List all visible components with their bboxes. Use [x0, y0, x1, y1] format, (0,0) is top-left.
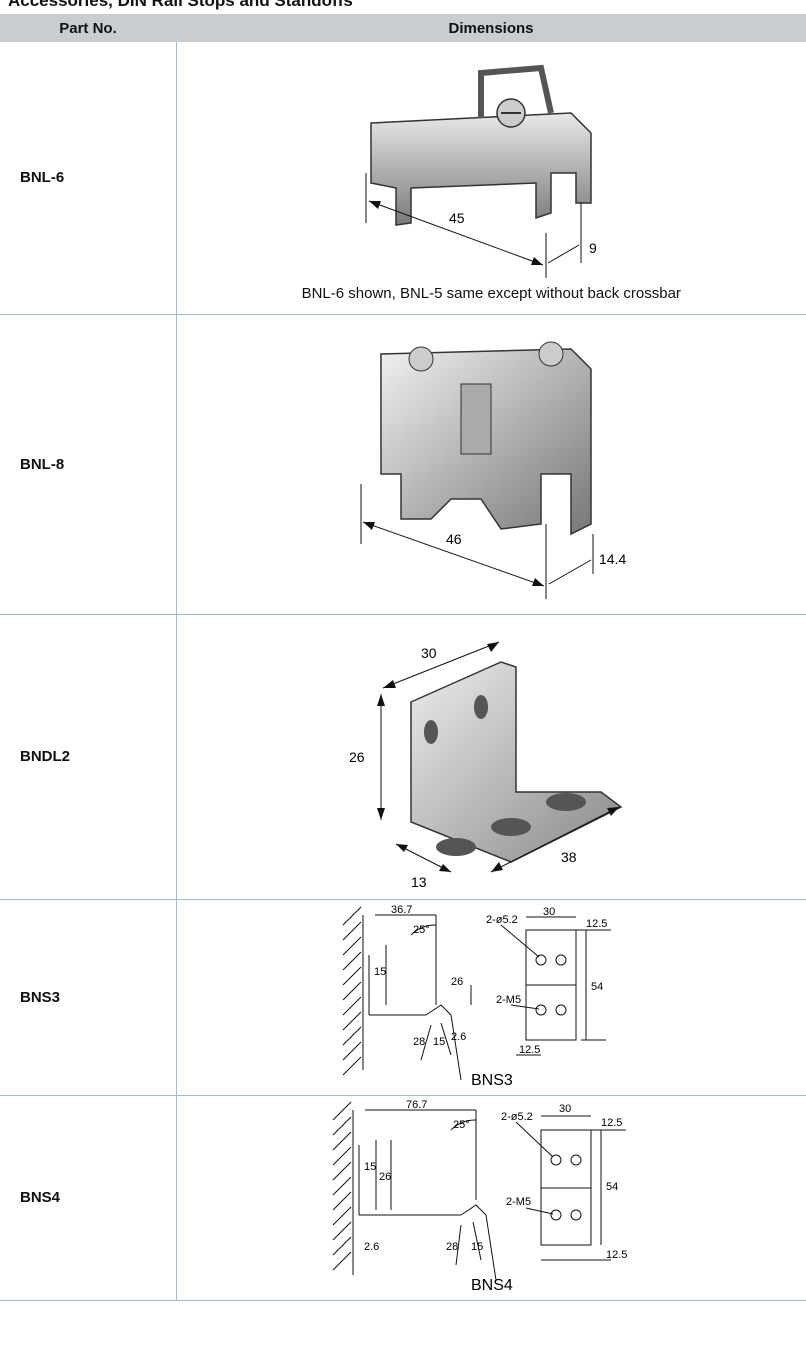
accessories-table: Part No. Dimensions BNL-6	[0, 14, 806, 1301]
dim-label: 15	[433, 1036, 445, 1048]
dim-label: 38	[561, 849, 577, 865]
dimension-cell: 76.7 25° 15 26 2.6 28 15 2-ø5.2 30 12.5 …	[176, 1095, 806, 1301]
table-row: BNDL2	[0, 614, 806, 900]
dim-label: 28	[413, 1036, 425, 1048]
dim-label: 30	[559, 1103, 571, 1115]
dim-label: 2.6	[451, 1031, 466, 1043]
figure-label: BNS4	[471, 1277, 513, 1294]
dim-label: 15	[374, 966, 386, 978]
dim-label: 9	[589, 240, 597, 256]
dimension-cell: 36.7 25° 15 26 2.6 28 15 2-ø5.2 30 12.5 …	[176, 899, 806, 1096]
dim-label: 45	[449, 210, 465, 226]
part-number: BNS3	[0, 899, 177, 1096]
dim-label: 2-M5	[506, 1196, 531, 1208]
bnl6-drawing: 45 9	[365, 65, 597, 279]
part-number: BNDL2	[0, 614, 177, 900]
dim-label: 2-ø5.2	[501, 1111, 533, 1123]
dim-label: 26	[451, 976, 463, 988]
bns3-drawing: 36.7 25° 15 26 2.6 28 15 2-ø5.2 30 12.5 …	[342, 905, 612, 1089]
bndl2-drawing: 30 26 38 13	[349, 641, 623, 890]
dim-label: 36.7	[391, 905, 412, 916]
dim-label: 2.6	[364, 1241, 379, 1253]
dim-label: 12.5	[586, 918, 607, 930]
dim-label: 26	[349, 749, 365, 765]
table-header-row: Part No. Dimensions	[0, 14, 806, 42]
header-dimensions: Dimensions	[176, 14, 806, 42]
dim-label: 2-ø5.2	[486, 914, 518, 926]
bns4-drawing: 76.7 25° 15 26 2.6 28 15 2-ø5.2 30 12.5 …	[332, 1100, 628, 1294]
dim-label: 30	[421, 645, 437, 661]
dim-label: 30	[543, 906, 555, 918]
dim-label: 12.5	[606, 1249, 627, 1261]
dim-label: 28	[446, 1241, 458, 1253]
dim-label: 12.5	[519, 1044, 540, 1056]
dim-label: 15	[471, 1241, 483, 1253]
dim-label: 12.5	[601, 1117, 622, 1129]
dimension-cell: 30 26 38 13	[176, 614, 806, 900]
page-heading-text: Accessories, DIN Rail Stops and Standoff…	[8, 0, 353, 10]
table-row: BNS3	[0, 899, 806, 1096]
bnl8-drawing: 46 14.4	[360, 341, 627, 599]
figure-caption: BNL-6 shown, BNL-5 same except without b…	[301, 285, 681, 303]
figure-label: BNS3	[471, 1072, 513, 1089]
dim-label: 54	[606, 1181, 618, 1193]
dim-label: 46	[446, 531, 462, 547]
dim-label: 26	[379, 1171, 391, 1183]
dim-label: 25°	[413, 924, 430, 936]
part-number: BNS4	[0, 1095, 177, 1301]
dim-label: 25°	[453, 1119, 470, 1131]
dim-label: 14.4	[599, 551, 626, 567]
dim-label: 15	[364, 1161, 376, 1173]
table-row: BNL-6	[0, 42, 806, 315]
header-part-no: Part No.	[0, 14, 176, 42]
table-row: BNS4	[0, 1095, 806, 1301]
dim-label: 76.7	[406, 1100, 427, 1111]
table-row: BNL-8	[0, 314, 806, 615]
part-number: BNL-6	[0, 42, 177, 315]
part-number: BNL-8	[0, 314, 177, 615]
dim-label: 54	[591, 981, 603, 993]
dim-label: 2-M5	[496, 994, 521, 1006]
dimension-cell: 46 14.4	[176, 314, 806, 615]
page-heading: Accessories, DIN Rail Stops and Standoff…	[0, 0, 806, 14]
dim-label: 13	[411, 874, 427, 890]
dimension-cell: 45 9 BNL-6 shown, BNL-5 same except with…	[176, 42, 806, 315]
